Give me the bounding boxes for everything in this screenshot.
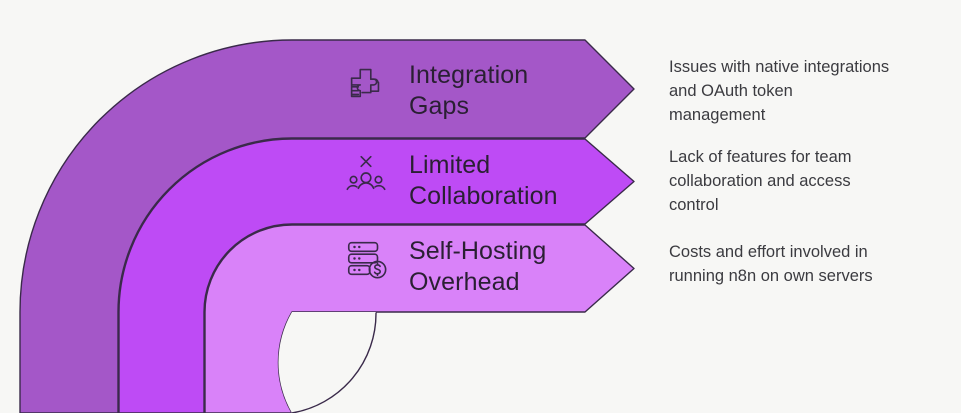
band-title-self-hosting-overhead: Self-Hosting Overhead xyxy=(409,237,547,296)
band-title-integration-gaps: Integration Gaps xyxy=(409,61,529,120)
no-group-users-icon xyxy=(343,150,389,196)
inner-curve-outline xyxy=(291,312,377,413)
band-description-self-hosting-overhead: Costs and effort involved in running n8n… xyxy=(669,243,873,285)
server-cost-icon xyxy=(343,236,389,282)
inner-curve-cutout xyxy=(278,312,376,413)
band-shape-limited-collaboration[interactable] xyxy=(118,138,635,413)
puzzle-pieces-icon xyxy=(343,60,389,106)
band-shape-integration-gaps[interactable] xyxy=(19,39,635,413)
band-description-limited-collaboration: Lack of features for team collaboration … xyxy=(669,148,852,214)
band-title-limited-collaboration: Limited Collaboration xyxy=(409,151,558,210)
band-description-integration-gaps: Issues with native integrations and OAut… xyxy=(669,58,890,124)
